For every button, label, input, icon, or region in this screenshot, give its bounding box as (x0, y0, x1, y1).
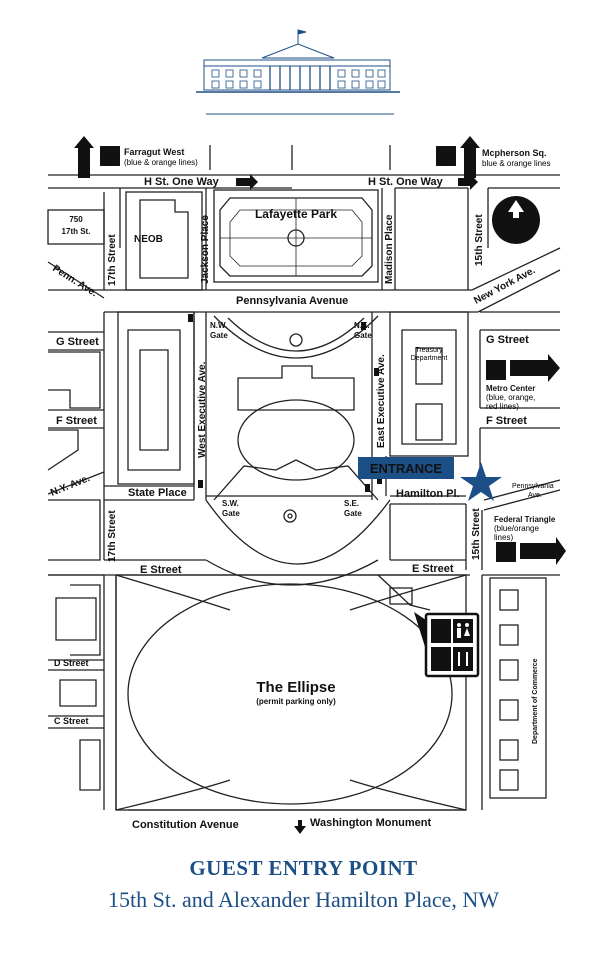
pennsylvania-small-label: Pennsylvania (512, 483, 554, 490)
metro-federal-triangle: Federal Triangle (blue/orange lines) M 2… (494, 515, 566, 565)
jackson-place-label: Jackson Place (200, 215, 211, 284)
d-street-label: D Street (54, 658, 89, 668)
h-street-left-label: H St. One Way (144, 176, 220, 188)
white-house-icon (196, 29, 400, 115)
east-executive-label: East Executive Ave. (376, 354, 387, 448)
svg-text:✆: ✆ (435, 624, 448, 641)
metro-icon (100, 146, 120, 166)
entry-star-icon (460, 462, 502, 501)
svg-text:Gate: Gate (210, 331, 228, 340)
ny-ave-label: N.Y. Ave. (49, 473, 92, 499)
svg-text:S.E.: S.E. (344, 499, 359, 508)
svg-text:M: M (490, 362, 503, 379)
madison-place-label: Madison Place (384, 214, 395, 284)
svg-text:Treasury: Treasury (415, 347, 443, 354)
svg-text:17th St.: 17th St. (62, 227, 91, 236)
svg-text:M: M (440, 148, 453, 165)
guest-entry-title: GUEST ENTRY POINT (189, 856, 418, 880)
g-street-left-label: G Street (56, 336, 99, 348)
info-icon (431, 647, 451, 671)
ellipse-note: (permit parking only) (256, 697, 336, 706)
amenities-box: ✆ ? (414, 612, 480, 678)
metro-icon (436, 146, 456, 166)
entrance-marker: ENTRANCE (358, 457, 502, 501)
seventeenth-street-upper-label: 17th Street (107, 234, 118, 286)
svg-text:Department: Department (411, 355, 448, 362)
e-street-left-label: E Street (140, 564, 182, 576)
hamilton-place-label: Hamilton Pl. (396, 488, 460, 500)
g-street-right-label: G Street (486, 334, 529, 346)
commerce-label: Department of Commerce (532, 658, 539, 744)
penn-ave-left-label: Penn. Ave. (50, 263, 99, 299)
entry-address: 15th St. and Alexander Hamilton Place, N… (107, 887, 500, 912)
svg-text:red lines): red lines) (486, 402, 519, 411)
fifteenth-street-lower-label: 15th Street (471, 508, 482, 560)
pennsylvania-avenue-label: Pennsylvania Avenue (236, 295, 348, 307)
svg-text:Gate: Gate (354, 331, 372, 340)
f-street-right-label: F Street (486, 415, 527, 427)
svg-text:M: M (500, 544, 513, 561)
farragut-lines: (blue & orange lines) (124, 158, 198, 167)
svg-text:?: ? (436, 652, 446, 669)
metro-farragut: 1 BLK M Farragut West (blue & orange lin… (74, 136, 198, 178)
ellipse-label: The Ellipse (256, 679, 335, 696)
svg-text:Federal Triangle: Federal Triangle (494, 515, 556, 524)
svg-text:(blue/orange: (blue/orange (494, 524, 539, 533)
neob-label: NEOB (134, 234, 163, 245)
svg-text:(blue, orange,: (blue, orange, (486, 393, 535, 402)
mcpherson-name: Mcpherson Sq. (482, 148, 547, 158)
mcpherson-lines: blue & orange lines (482, 159, 551, 168)
lafayette-park-label: Lafayette Park (255, 207, 337, 221)
constitution-avenue-label: Constitution Avenue (132, 819, 239, 831)
svg-text:2 BLKS: 2 BLKS (516, 365, 545, 374)
washington-monument-label: Washington Monument (310, 817, 432, 829)
svg-text:N.E.: N.E. (354, 321, 370, 330)
c-street-label: C Street (54, 716, 89, 726)
white-house-map: 1 BLK M Farragut West (blue & orange lin… (47, 29, 566, 834)
svg-text:750: 750 (69, 215, 83, 224)
metro-mcpherson: M 1 BLK Mcpherson Sq. blue & orange line… (436, 136, 551, 178)
mcpherson-blocks: 1 BLK (469, 152, 476, 172)
entrance-label: ENTRANCE (370, 461, 443, 476)
food-icon (453, 647, 473, 671)
e-street-right-label: E Street (412, 563, 454, 575)
metro-center: M 2 BLKS Metro Center (blue, orange, red… (486, 354, 560, 411)
west-executive-label: West Executive Ave. (197, 361, 208, 458)
fifteenth-street-upper-label: 15th Street (474, 214, 485, 266)
svg-text:N: N (510, 222, 522, 241)
svg-text:M: M (104, 148, 117, 165)
north-arrow-icon: N (492, 196, 540, 244)
svg-text:Gate: Gate (222, 509, 240, 518)
h-street-right-label: H St. One Way (368, 176, 444, 188)
metro-icon (486, 360, 506, 380)
seventeenth-street-lower-label: 17th Street (107, 510, 118, 562)
farragut-blocks: 1 BLK (83, 152, 90, 172)
restroom-icon (453, 619, 473, 643)
svg-text:S.W.: S.W. (222, 499, 239, 508)
pennsylvania-small-label-2: Ave. (528, 492, 542, 499)
svg-text:lines): lines) (494, 533, 513, 542)
f-street-left-label: F Street (56, 415, 97, 427)
svg-text:2 BLKS: 2 BLKS (526, 548, 555, 557)
svg-text:N.W.: N.W. (210, 321, 227, 330)
state-place-label: State Place (128, 487, 187, 499)
monument-arrow (294, 820, 306, 834)
svg-text:Gate: Gate (344, 509, 362, 518)
svg-text:Metro Center: Metro Center (486, 384, 535, 393)
phone-icon (431, 619, 451, 643)
metro-icon (496, 542, 516, 562)
farragut-name: Farragut West (124, 147, 184, 157)
h-street-arrow-left (236, 174, 258, 190)
